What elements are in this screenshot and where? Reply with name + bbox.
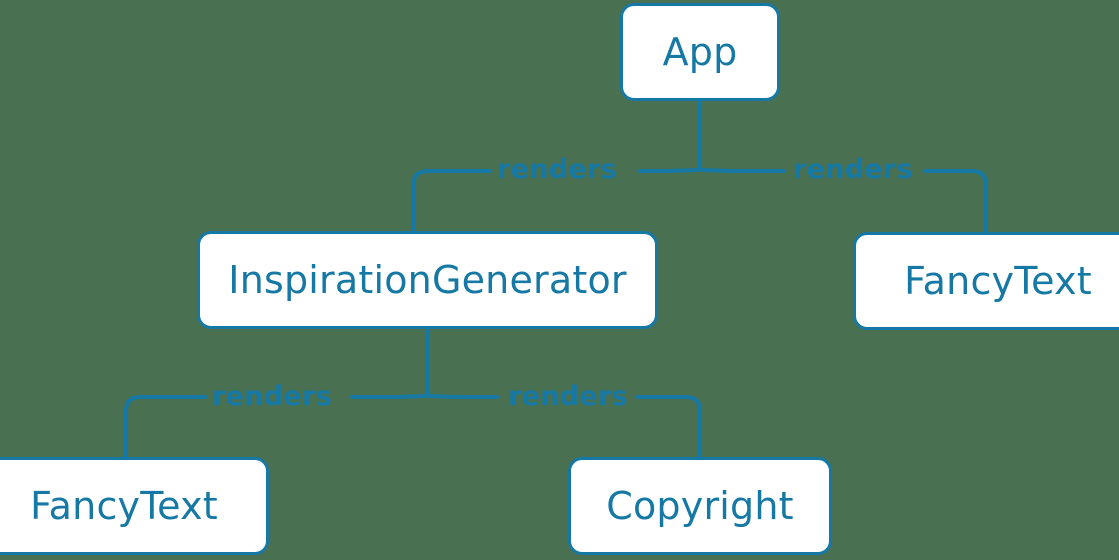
node-copyright[interactable]: Copyright (568, 457, 832, 555)
edge-label-app-fancytext-right: renders (793, 154, 913, 185)
node-inspirationgenerator[interactable]: InspirationGenerator (197, 231, 658, 329)
node-fancytext-right[interactable]: FancyText (853, 232, 1119, 330)
node-fancytext-right-label: FancyText (904, 259, 1092, 303)
node-app-label: App (662, 30, 738, 74)
node-fancytext-bottom[interactable]: FancyText (0, 457, 269, 555)
node-fancytext-bottom-label: FancyText (30, 484, 218, 528)
node-app[interactable]: App (620, 3, 780, 101)
edge-label-inspirationgenerator-fancytext-bottom: renders (212, 381, 332, 412)
edge-app-to-fancytext-right (700, 168, 988, 234)
edge-app-to-inspgen (411, 168, 700, 233)
edge-label-app-inspirationgenerator: renders (497, 154, 617, 185)
edge-label-inspirationgenerator-copyright: renders (508, 381, 628, 412)
edge-inspgen-to-fancytext-bottom (124, 394, 427, 459)
node-copyright-label: Copyright (606, 484, 794, 528)
edge-inspgen-to-copyright (427, 394, 702, 459)
node-inspirationgenerator-label: InspirationGenerator (228, 258, 627, 302)
